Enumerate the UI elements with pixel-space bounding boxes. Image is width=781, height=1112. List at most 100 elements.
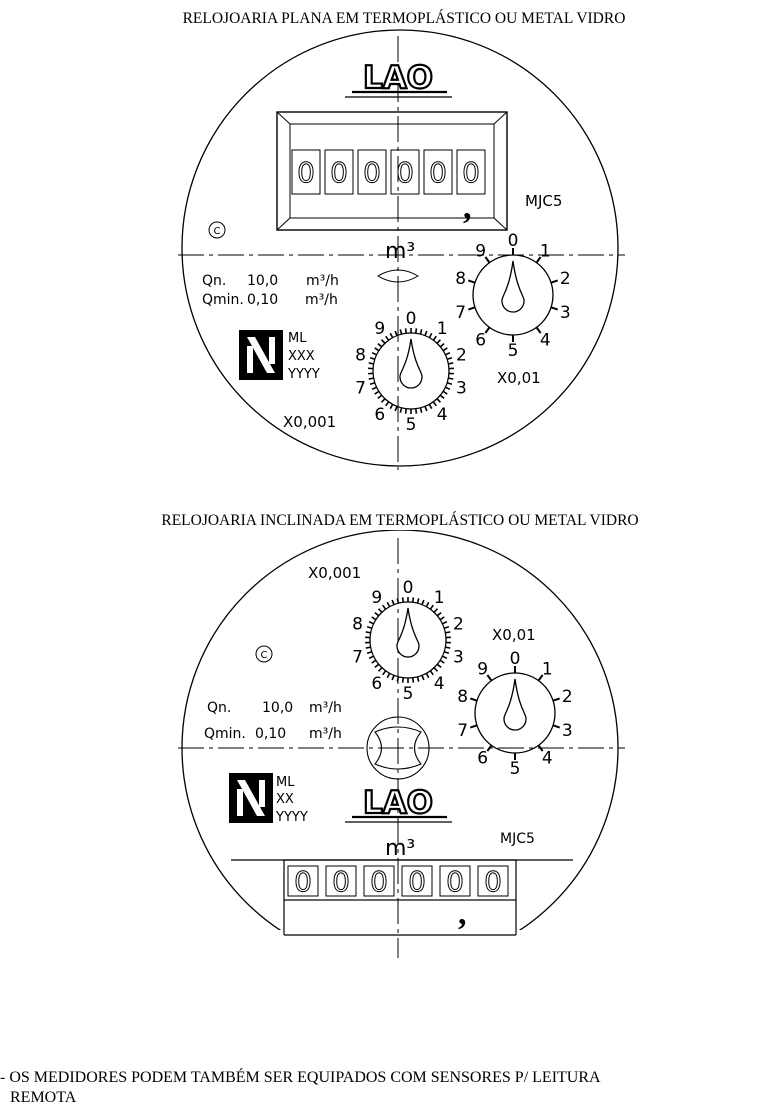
dial-tick: [439, 394, 445, 400]
dial-tick: [436, 398, 442, 403]
model-label-bottom: MJC5: [500, 831, 535, 847]
dial-tick: [436, 663, 442, 669]
dial-tick: [377, 394, 383, 400]
dial-tick: [416, 598, 420, 604]
dial-number: 2: [560, 269, 571, 289]
qmin-value-top: 0,10: [247, 292, 278, 308]
copyright-mark-top: C: [208, 221, 226, 239]
footnote-line1: - OS MEDIDORES PODEM TAMBÉM SER EQUIPADO…: [0, 1067, 601, 1086]
dial-number: 8: [352, 615, 363, 635]
lao-logo-text-top: LAO: [363, 60, 433, 96]
dial-tick: [368, 655, 374, 660]
dial-tick: [537, 744, 544, 752]
dial-number: 8: [355, 346, 366, 366]
inmetro-mark-top: ML XXX YYYY: [239, 330, 320, 382]
dial-tick: [371, 616, 377, 621]
dial-tick: [396, 598, 400, 604]
odometer-wheel: [291, 149, 321, 195]
dial-tick: [486, 744, 493, 752]
dial-tick: [433, 608, 439, 613]
dial-tick: [394, 406, 398, 412]
dial-number: 7: [352, 647, 363, 667]
inmetro-mark-bottom: ML XX YYYY: [229, 773, 308, 825]
dial-number: 6: [371, 674, 382, 694]
inmetro-line3-top: YYYY: [287, 367, 320, 382]
dial-tick: [424, 330, 428, 336]
dial-tick: [425, 672, 430, 679]
dial-tick: [433, 667, 439, 672]
svg-text:C: C: [261, 650, 268, 661]
dial-tick: [386, 601, 391, 608]
lao-logo-text-bottom: LAO: [363, 785, 433, 821]
qn-unit-top: m³/h: [306, 273, 339, 289]
dial-tick: [382, 670, 387, 676]
odometer-wheel: [390, 149, 420, 195]
dial-tick: [552, 724, 561, 729]
dial-number: 8: [455, 269, 466, 289]
dial-number: 5: [406, 415, 417, 435]
qn-unit-bottom: m³/h: [309, 700, 342, 716]
dial-tick: [374, 390, 380, 395]
dial-x001-label-top: X0,01: [497, 369, 541, 387]
unit-label-bottom: m³: [385, 836, 415, 861]
dial-number: 0: [403, 578, 414, 598]
dial-tick: [443, 650, 450, 655]
dial-tick: [432, 335, 437, 341]
decimal-comma-top: ,: [463, 189, 472, 226]
qn-value-top: 10,0: [247, 273, 278, 289]
dial-number: 1: [540, 242, 551, 262]
model-label-top: MJC5: [525, 192, 562, 210]
dial-tick: [386, 672, 391, 679]
dial-tick: [377, 342, 383, 348]
dial-tick: [552, 697, 561, 702]
dial-tick: [448, 377, 454, 380]
dial-tick: [467, 279, 476, 284]
dial-number: 6: [374, 405, 385, 425]
dial-number: 0: [406, 309, 417, 329]
qn-label-top: Qn.: [202, 273, 226, 289]
dial-tick: [484, 256, 491, 264]
odometer-wheel: [357, 149, 387, 195]
footnote: - OS MEDIDORES PODEM TAMBÉM SER EQUIPADO…: [0, 1067, 601, 1106]
flow-indicator-top: [377, 269, 419, 283]
dial-number: 7: [455, 303, 466, 323]
dial-number: 1: [434, 588, 445, 608]
dial-tick: [419, 407, 423, 413]
dial-tick: [401, 677, 405, 683]
dial-tick: [439, 616, 445, 621]
dial-tick: [429, 670, 434, 676]
dial-tick: [424, 406, 428, 412]
dial-tick: [368, 377, 374, 380]
odometer-digit: 0: [462, 156, 480, 189]
inclined-register-section: RELOJOARIA INCLINADA EM TERMOPLÁSTICO OU…: [161, 512, 639, 958]
footnote-line2: REMOTA: [10, 1089, 77, 1106]
dial-tick: [401, 597, 405, 603]
dial-number: 9: [371, 588, 382, 608]
dial-tick: [442, 620, 448, 625]
dial-tick: [380, 339, 386, 344]
odometer-wheel: [477, 865, 509, 897]
dial-number: 6: [477, 748, 488, 768]
dial-tick: [535, 256, 542, 264]
dial-tick: [550, 279, 559, 284]
dial-tick: [442, 655, 448, 660]
dial-tick: [443, 625, 450, 630]
dial-tick: [442, 347, 448, 352]
dial-number: 5: [508, 341, 519, 361]
dial-number: 2: [562, 687, 573, 707]
dial-number: 4: [542, 748, 553, 768]
inmetro-line2-top: XXX: [288, 349, 315, 364]
dial-tick: [411, 677, 415, 683]
dial-tick: [439, 342, 445, 348]
dial-number: 1: [437, 319, 448, 339]
dial-tick: [366, 625, 373, 630]
dial-tick: [445, 386, 451, 391]
dial-number: 3: [456, 378, 467, 398]
dial-tick: [535, 326, 542, 334]
dial-tick: [436, 339, 442, 344]
flat-register-title: RELOJOARIA PLANA EM TERMOPLÁSTICO OU MET…: [183, 10, 626, 27]
qmin-label-top: Qmin.: [202, 292, 244, 308]
dial-number: 5: [403, 684, 414, 704]
dial-tick: [377, 667, 383, 672]
